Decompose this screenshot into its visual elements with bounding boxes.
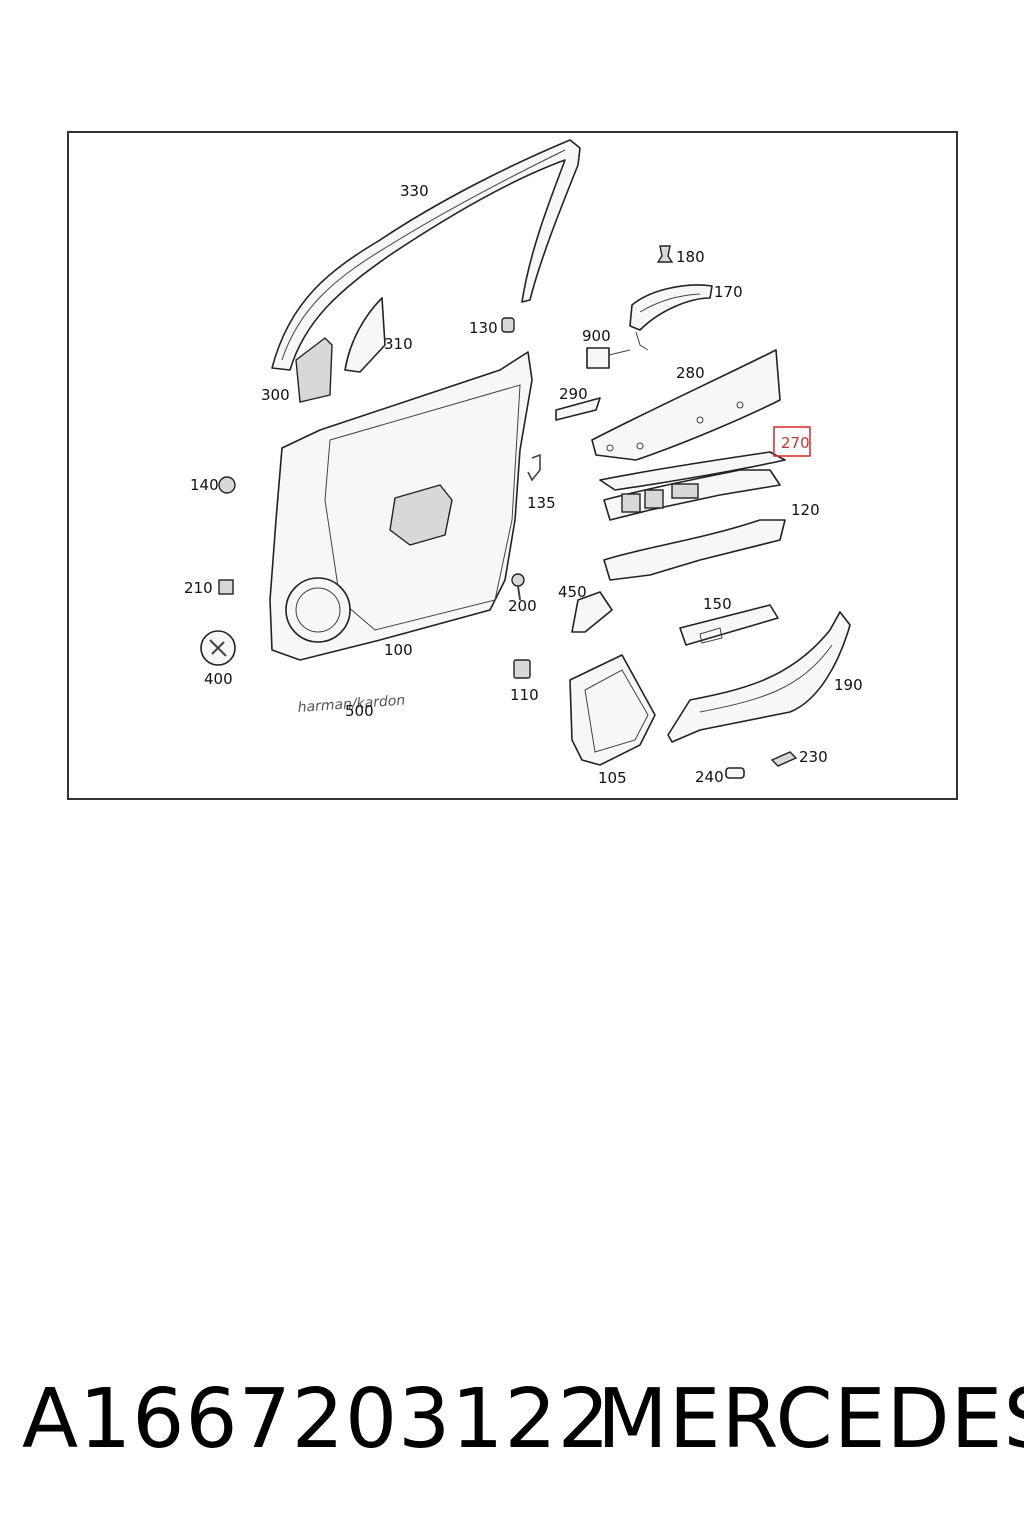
part-400-tool[interactable] bbox=[200, 630, 236, 666]
callout-190: 190 bbox=[834, 676, 863, 694]
part-150-speaker-grille[interactable] bbox=[679, 604, 779, 646]
callout-300: 300 bbox=[261, 386, 290, 404]
callout-180: 180 bbox=[676, 248, 705, 266]
part-number: A1667203122 bbox=[22, 1372, 611, 1467]
callout-280: 280 bbox=[676, 364, 705, 382]
part-210-clip[interactable] bbox=[218, 579, 234, 595]
callout-130: 130 bbox=[469, 319, 498, 337]
callout-500: 500 bbox=[345, 702, 374, 720]
callout-140: 140 bbox=[190, 476, 219, 494]
callout-270: 270 bbox=[781, 434, 810, 452]
brand-name: MERCEDES bbox=[597, 1372, 1024, 1467]
part-120-switch-panel[interactable] bbox=[603, 469, 786, 581]
part-180-clip[interactable] bbox=[656, 245, 674, 263]
callout-100: 100 bbox=[384, 641, 413, 659]
part-190-door-pocket[interactable] bbox=[667, 611, 851, 743]
callout-170: 170 bbox=[714, 283, 743, 301]
part-450-cover[interactable] bbox=[571, 591, 613, 633]
callout-310: 310 bbox=[384, 335, 413, 353]
part-900-module[interactable] bbox=[586, 347, 631, 369]
part-100-door-inner-panel[interactable] bbox=[269, 351, 533, 661]
callout-400: 400 bbox=[204, 670, 233, 688]
callout-900: 900 bbox=[582, 327, 611, 345]
part-280-trim-rail[interactable] bbox=[591, 349, 781, 461]
harman-kardon-emblem: harman/kardon bbox=[297, 693, 406, 716]
callout-240: 240 bbox=[695, 768, 724, 786]
callout-150: 150 bbox=[703, 595, 732, 613]
part-240-plug[interactable] bbox=[725, 767, 745, 779]
callout-210: 210 bbox=[184, 579, 213, 597]
part-110-clip[interactable] bbox=[513, 659, 531, 679]
part-140-clip[interactable] bbox=[218, 476, 236, 494]
callout-120: 120 bbox=[791, 501, 820, 519]
part-230-clip[interactable] bbox=[770, 751, 798, 767]
part-130-clip[interactable] bbox=[501, 317, 515, 333]
part-135-hook[interactable] bbox=[527, 453, 541, 482]
part-310-mirror-cover[interactable] bbox=[344, 297, 386, 373]
part-170-inner-handle[interactable] bbox=[629, 284, 713, 351]
part-330-window-trim[interactable] bbox=[271, 139, 581, 371]
callout-135: 135 bbox=[527, 494, 556, 512]
part-200-screw[interactable] bbox=[511, 573, 525, 601]
callout-290: 290 bbox=[559, 385, 588, 403]
callout-230: 230 bbox=[799, 748, 828, 766]
callout-105: 105 bbox=[598, 769, 627, 787]
part-270-armrest-cover[interactable] bbox=[599, 451, 786, 491]
callout-200: 200 bbox=[508, 597, 537, 615]
callout-110: 110 bbox=[510, 686, 539, 704]
part-500-emblem[interactable]: harman/kardon bbox=[297, 693, 406, 716]
part-300-bracket[interactable] bbox=[295, 337, 333, 403]
callout-450: 450 bbox=[558, 583, 587, 601]
callout-330: 330 bbox=[400, 182, 429, 200]
part-290-strip[interactable] bbox=[555, 397, 601, 421]
highlight-box-270 bbox=[773, 426, 811, 457]
part-105-lower-trim[interactable] bbox=[569, 654, 656, 766]
